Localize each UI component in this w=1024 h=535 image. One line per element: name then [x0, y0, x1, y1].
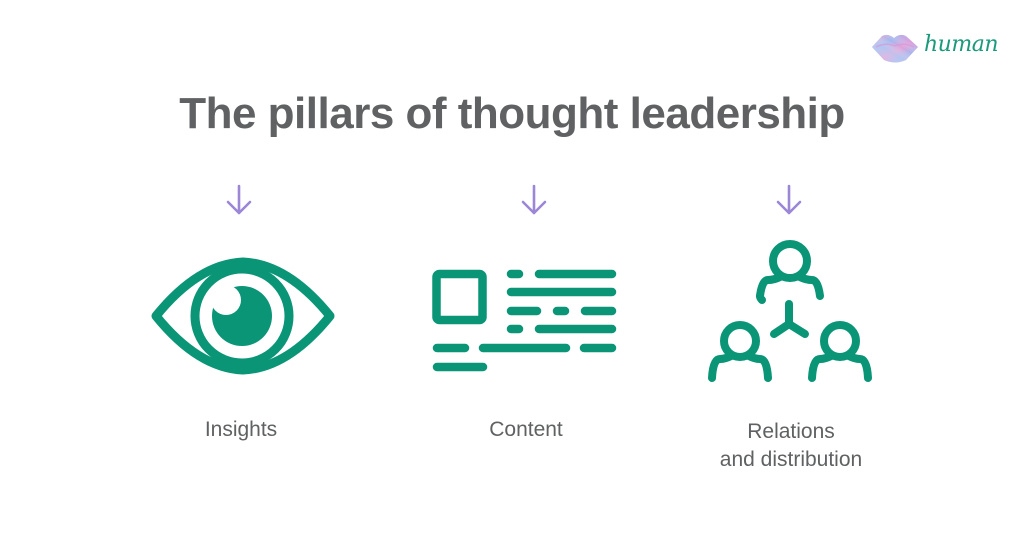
- lips-icon: [872, 34, 918, 63]
- label-line: Content: [489, 418, 563, 441]
- page-title: The pillars of thought leadership: [179, 89, 845, 138]
- eye-icon: [151, 257, 335, 375]
- pillar-label: Insights: [111, 416, 371, 444]
- brand-wordmark: human: [924, 32, 998, 57]
- people-network-icon: [708, 240, 872, 382]
- label-line: Relations: [747, 420, 835, 443]
- arrow-down-icon: [521, 184, 547, 215]
- label-line: Insights: [204, 418, 278, 441]
- brand-logo: human: [868, 28, 998, 68]
- arrow-down-icon: [776, 184, 802, 215]
- pillar-label: Relations and distribution: [661, 418, 921, 474]
- pillar-label: Content: [396, 416, 656, 444]
- label-line: and distribution: [719, 448, 863, 471]
- arrow-down-icon: [226, 184, 252, 215]
- document-text-icon: [432, 269, 617, 372]
